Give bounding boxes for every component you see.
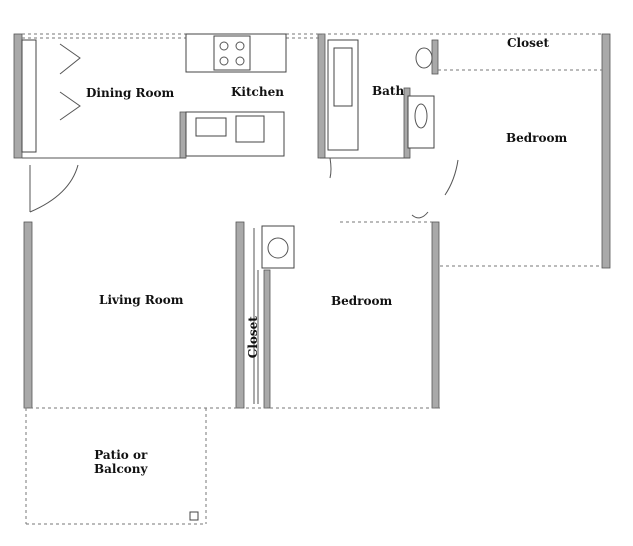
kitchen-sink bbox=[235, 115, 265, 143]
burner bbox=[219, 56, 229, 66]
wall-right-bedroom bbox=[601, 33, 611, 269]
wall-closet-divider bbox=[431, 39, 439, 75]
bath-sink bbox=[414, 103, 428, 129]
water-heater bbox=[261, 225, 295, 269]
wall-left-living bbox=[23, 221, 33, 409]
wall-left-dining bbox=[13, 33, 23, 159]
bathtub-inner bbox=[333, 47, 353, 107]
door-swing-dining bbox=[29, 164, 79, 213]
toilet bbox=[415, 47, 433, 69]
room-label-patio: Patio or Balcony bbox=[94, 448, 147, 477]
dining-window bbox=[21, 39, 37, 153]
burner bbox=[219, 41, 229, 51]
burner bbox=[235, 41, 245, 51]
wall-bath-left bbox=[317, 33, 326, 159]
wall-kitchen-left bbox=[179, 111, 187, 159]
water-heater-tank bbox=[267, 237, 289, 259]
patio-post bbox=[189, 511, 199, 521]
stove-inner bbox=[213, 35, 251, 71]
dishwasher bbox=[195, 117, 227, 137]
room-label-closet-top: Closet bbox=[507, 36, 550, 50]
patio-label-line-1: Patio or bbox=[94, 448, 148, 462]
room-label-closet-center: Closet bbox=[245, 316, 260, 359]
room-label-bedroom-center: Bedroom bbox=[331, 294, 393, 308]
dining-window-detail bbox=[59, 43, 81, 121]
room-label-dining-room: Dining Room bbox=[86, 86, 175, 100]
room-label-kitchen: Kitchen bbox=[231, 85, 284, 99]
burner bbox=[235, 56, 245, 66]
door-swing-bath bbox=[329, 157, 332, 179]
wall-closet-left bbox=[235, 221, 245, 409]
room-label-bath: Bath bbox=[372, 84, 405, 98]
bath-vanity bbox=[407, 95, 435, 149]
wall-bedroom-right bbox=[431, 221, 440, 409]
patio-label-line-2: Balcony bbox=[94, 462, 148, 477]
room-label-living-room: Living Room bbox=[99, 293, 184, 307]
door-swing-bedroom-center bbox=[411, 211, 429, 219]
room-label-bedroom-right: Bedroom bbox=[506, 131, 568, 145]
door-swing-bedroom-right bbox=[444, 159, 459, 196]
wall-closet-right bbox=[263, 269, 271, 409]
